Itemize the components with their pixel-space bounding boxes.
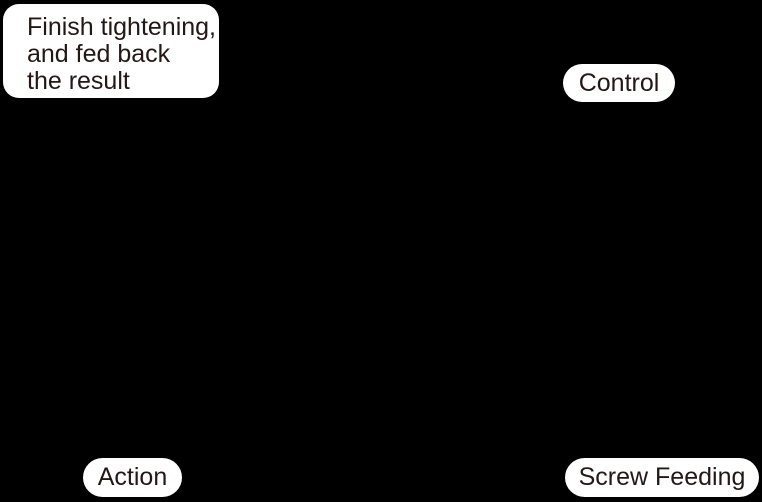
label-screw-feeding: Screw Feeding [565,458,759,497]
label-control: Control [563,64,675,102]
label-action: Action [83,458,182,497]
annotation-note-box: Finish tightening, and fed back the resu… [3,4,219,98]
